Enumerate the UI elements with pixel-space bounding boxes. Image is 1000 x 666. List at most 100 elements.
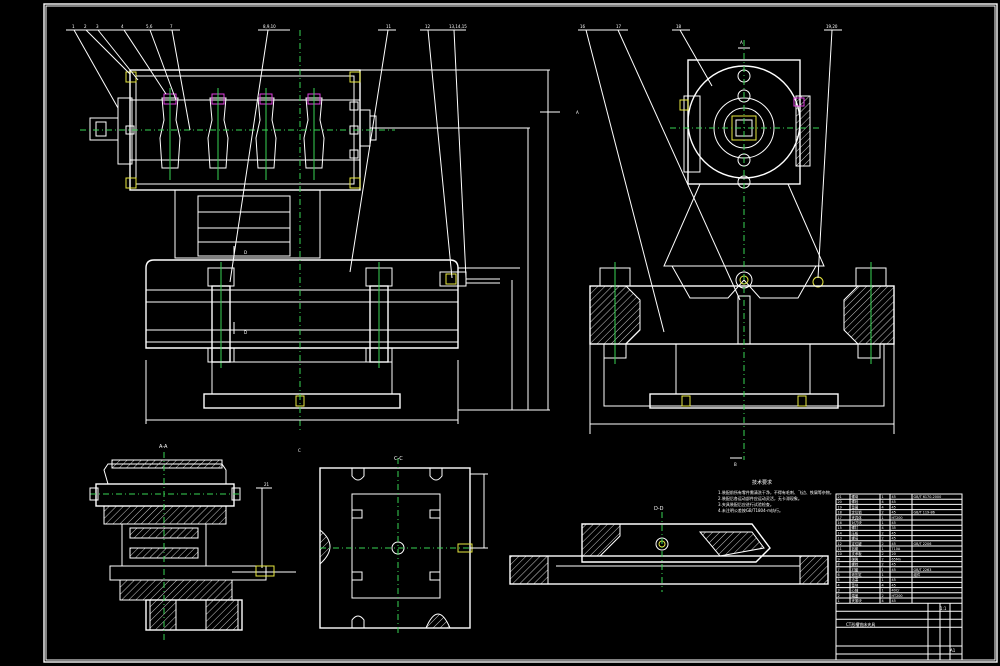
parts-cell: 弹簧 xyxy=(852,556,859,561)
tech-req-title: 技术要求 xyxy=(752,479,772,486)
parts-cell: 1 xyxy=(882,578,884,582)
parts-cell: 35 xyxy=(892,526,896,530)
parts-cell: 5 xyxy=(838,578,840,582)
tech-req-line-2: 2.装配后各运动部件应运动灵活，无卡滞现象。 xyxy=(718,495,802,501)
parts-cell: 7 xyxy=(838,568,840,572)
section-a-a xyxy=(89,452,296,640)
balloon-21: 21 xyxy=(264,482,270,487)
drawing-frame xyxy=(43,3,998,663)
section-a-a-title: A-A xyxy=(159,444,168,450)
parts-cell: 端盖 xyxy=(852,593,859,598)
parts-cell: 垫块 xyxy=(852,582,859,587)
parts-cell: GB/T 119-86 xyxy=(914,511,935,515)
parts-cell: 19 xyxy=(838,505,842,509)
tech-req-line-4: 4.未注明公差按GB/T1804-m执行。 xyxy=(718,507,783,513)
parts-cell: 2 xyxy=(882,594,884,598)
balloon-3: 3 xyxy=(96,24,99,29)
parts-cell: 2 xyxy=(882,531,884,535)
parts-cell: 2 xyxy=(882,542,884,546)
parts-cell: 45 xyxy=(892,542,896,546)
base-bolt-left xyxy=(207,262,235,368)
parts-cell: 1 xyxy=(882,568,884,572)
parts-cell: 1 xyxy=(882,573,884,577)
balloon-7: 7 xyxy=(170,24,173,29)
parts-cell: 45 xyxy=(892,505,896,509)
parts-cell: 1 xyxy=(882,521,884,525)
parts-cell: 对刀块 xyxy=(852,520,863,525)
parts-cell: 45 xyxy=(892,578,896,582)
section-mark-c: C xyxy=(298,448,301,453)
section-mark-a: A xyxy=(576,110,579,115)
balloon-2: 2 xyxy=(84,24,87,29)
balloon-13-14-15: 13,14,15 xyxy=(449,24,467,29)
parts-cell: 夹紧块 xyxy=(852,598,863,603)
parts-cell: 10 xyxy=(838,552,842,556)
parts-cell: 4 xyxy=(882,583,884,587)
parts-cell: 8 xyxy=(838,563,840,567)
parts-cell: 20 xyxy=(892,552,896,556)
drawing-scale: 1:1 xyxy=(940,606,947,611)
balloon-19-20: 19,20 xyxy=(826,24,838,29)
side-view-balloons: 16 17 18 19,20 A B xyxy=(580,24,838,467)
base-bolt-right xyxy=(365,262,393,368)
parts-cell: HT200 xyxy=(892,516,903,520)
parts-cell: 活塞 xyxy=(852,577,859,582)
parts-cell: 1 xyxy=(882,495,884,499)
parts-cell: 支承板 xyxy=(852,551,863,556)
parts-cell: 11 xyxy=(838,547,842,551)
parts-cell: 垫圈 xyxy=(852,504,859,509)
section-a-a-labels: A-A 21 xyxy=(159,444,270,487)
parts-cell: T10A xyxy=(891,547,901,551)
parts-cell: 45 xyxy=(892,537,896,541)
parts-cell: 9 xyxy=(838,557,840,561)
parts-cell: 2 xyxy=(838,594,840,598)
balloon-8-9-10: 8,9,10 xyxy=(263,24,276,29)
parts-cell: 4 xyxy=(882,599,884,603)
parts-cell: 45 xyxy=(892,568,896,572)
parts-cell: 定位销 xyxy=(852,510,863,515)
sheet-size: A1 xyxy=(950,648,956,653)
section-d-d-title: D-D xyxy=(654,506,664,512)
parts-cell: 12 xyxy=(838,542,842,546)
front-view-balloons: 1 2 3 4 5,6 7 8,9,10 11 12 13,14,15 A C … xyxy=(72,24,579,453)
parts-cell: GB/T 2263 xyxy=(914,568,932,572)
parts-cell: 1 xyxy=(882,516,884,520)
section-c-c-title: C-C xyxy=(394,456,403,462)
parts-cell: GB/T 2206 xyxy=(914,542,932,546)
section-mark-d-top: D xyxy=(244,250,247,255)
parts-cell: 钻套 xyxy=(852,546,859,551)
parts-cell: 45 xyxy=(892,511,896,515)
balloon-12: 12 xyxy=(425,24,431,29)
parts-cell: 压板 xyxy=(852,530,859,535)
parts-cell: 17 xyxy=(838,516,842,520)
balloon-18: 18 xyxy=(676,24,682,29)
parts-cell: 2 xyxy=(882,511,884,515)
parts-cell: 1 xyxy=(838,599,840,603)
parts-cell: 1 xyxy=(882,547,884,551)
parts-cell: 13 xyxy=(838,537,842,541)
balloon-11: 11 xyxy=(386,24,392,29)
parts-cell: 螺栓 xyxy=(852,562,859,567)
parts-cell: HT200 xyxy=(892,594,903,598)
drawing-name: CT形槽铣床夹具 xyxy=(846,621,875,627)
section-mark-d-bottom: D xyxy=(244,330,247,335)
parts-cell: 14 xyxy=(838,531,842,535)
parts-cell: 21 xyxy=(838,495,842,499)
parts-cell: 2 xyxy=(882,557,884,561)
parts-cell: 衬套 xyxy=(852,567,859,572)
parts-cell: 6 xyxy=(838,573,840,577)
tech-req-line-1: 1.装配前所有零件需清洗干净，不得有毛刺、飞边、铁屑等杂物。 xyxy=(718,489,834,495)
parts-cell: 45 xyxy=(892,495,896,499)
parts-cell: 18 xyxy=(838,511,842,515)
parts-cell: 4 xyxy=(882,500,884,504)
parts-cell: GB/T 6170-2000 xyxy=(914,495,942,499)
parts-cell: 液压缸 xyxy=(852,572,863,577)
parts-cell: 4 xyxy=(882,526,884,530)
parts-cell: 2 xyxy=(882,563,884,567)
parts-cell: 心轴 xyxy=(852,588,859,593)
parts-cell: 45 xyxy=(892,563,896,567)
section-d-d xyxy=(509,512,829,592)
parts-cell: 螺钉 xyxy=(852,525,859,530)
parts-cell: 螺栓 xyxy=(852,499,859,504)
